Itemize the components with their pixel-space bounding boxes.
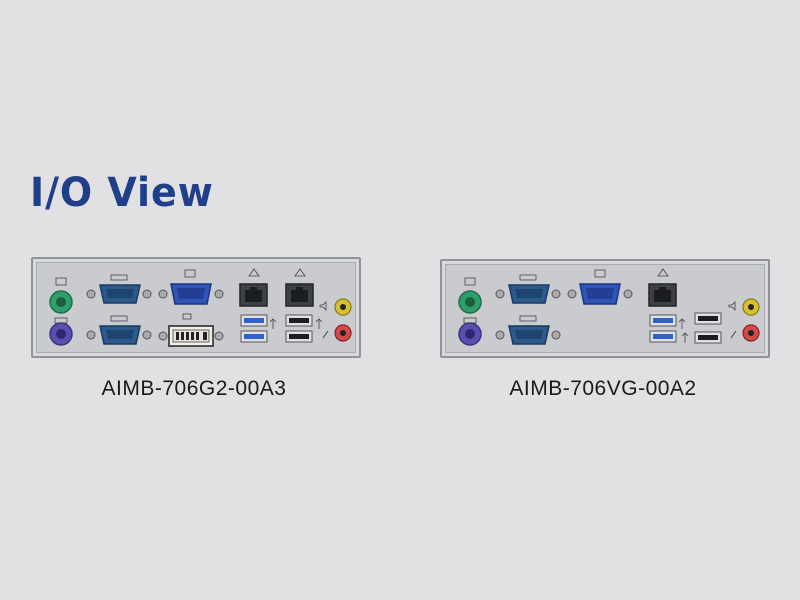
mouse-icon <box>464 277 476 286</box>
usb2-port-2 <box>694 331 722 344</box>
dvi-port <box>158 325 224 347</box>
lan-port-1 <box>239 283 268 307</box>
keyboard-icon <box>463 317 477 324</box>
io-panel-aimb-706vg <box>440 259 770 358</box>
usb-icon <box>315 318 323 329</box>
usb-icon <box>678 318 686 329</box>
serial-icon <box>110 315 128 322</box>
usb3-port-2 <box>240 330 268 343</box>
speaker-icon <box>728 301 736 311</box>
usb3-port-1 <box>649 314 677 327</box>
vga-port <box>158 283 224 305</box>
usb-icon <box>681 332 689 343</box>
vga-port <box>567 283 633 305</box>
ps2-keyboard-port <box>458 322 482 346</box>
speaker-icon <box>319 301 327 311</box>
serial-port-2 <box>86 325 152 345</box>
panel-caption-aimb-706vg: AIMB-706VG-00A2 <box>509 377 697 400</box>
audio-line-out-jack <box>742 298 760 316</box>
serial-port-2 <box>495 325 561 345</box>
serial-port-1 <box>495 284 561 304</box>
usb3-port-2 <box>649 330 677 343</box>
audio-mic-jack <box>334 324 352 342</box>
microphone-icon <box>322 330 329 339</box>
io-panel-aimb-706g2 <box>31 257 361 358</box>
dvi-icon <box>182 313 192 320</box>
network-icon <box>657 268 669 277</box>
ps2-mouse-port <box>49 290 73 314</box>
mouse-icon <box>55 277 67 286</box>
usb2-port-2 <box>285 330 313 343</box>
serial-icon <box>110 274 128 281</box>
serial-port-1 <box>86 284 152 304</box>
lan-port-1 <box>648 283 677 307</box>
ps2-keyboard-port <box>49 322 73 346</box>
serial-icon <box>519 315 537 322</box>
lan-port-2 <box>285 283 314 307</box>
serial-icon <box>519 274 537 281</box>
page-title: I/O View <box>30 170 214 216</box>
usb-icon <box>269 318 277 329</box>
network-icon <box>294 268 306 277</box>
network-icon <box>248 268 260 277</box>
microphone-icon <box>730 330 737 339</box>
monitor-icon <box>184 269 196 278</box>
usb3-port-1 <box>240 314 268 327</box>
panel-caption-aimb-706g2: AIMB-706G2-00A3 <box>101 377 287 400</box>
keyboard-icon <box>54 317 68 324</box>
monitor-icon <box>594 269 606 278</box>
audio-line-out-jack <box>334 298 352 316</box>
audio-mic-jack <box>742 324 760 342</box>
usb2-port-1 <box>285 314 313 327</box>
ps2-mouse-port <box>458 290 482 314</box>
usb2-port-1 <box>694 312 722 325</box>
